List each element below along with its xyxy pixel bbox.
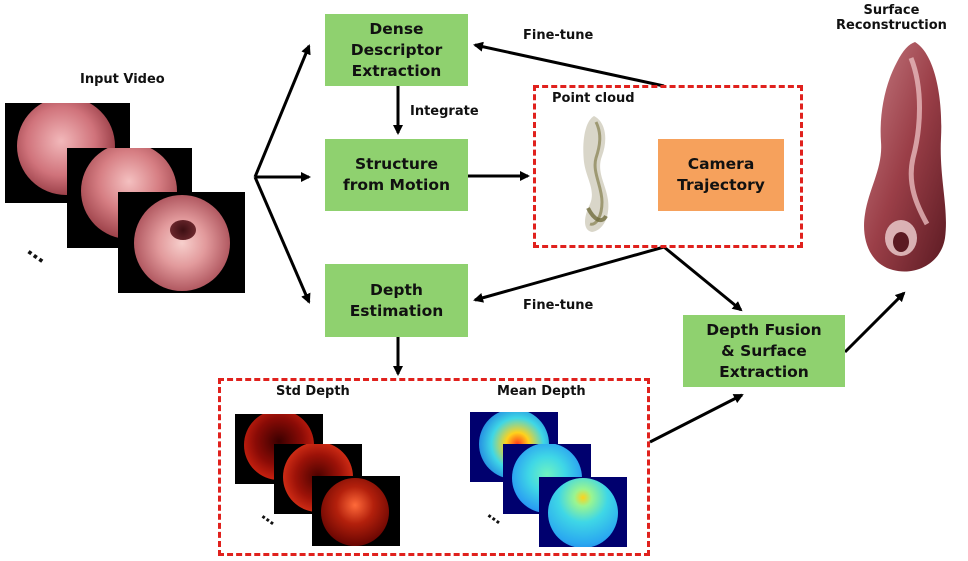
video-frame-3 bbox=[118, 192, 245, 293]
arrow-finetune-top bbox=[473, 41, 665, 88]
point-cloud-image bbox=[583, 116, 609, 232]
input-video-label: Input Video bbox=[80, 72, 165, 87]
surface-reconstruction-image bbox=[864, 42, 946, 272]
mean-depth-label: Mean Depth bbox=[497, 384, 586, 399]
arrow-input-to-descriptor bbox=[253, 44, 311, 178]
std-depth-label: Std Depth bbox=[276, 384, 350, 399]
point-cloud-label: Point cloud bbox=[552, 91, 635, 106]
depth-fusion-box: Depth Fusion & Surface Extraction bbox=[683, 315, 845, 387]
arrow-finetune-mid bbox=[473, 245, 665, 303]
point-cloud-region bbox=[533, 85, 803, 248]
arrow-maps-to-fusion bbox=[649, 393, 744, 444]
mean-depth-frame-3 bbox=[539, 477, 627, 547]
surface-reconstruction-label: Surface Reconstruction bbox=[836, 3, 947, 33]
arrow-input-to-depth bbox=[253, 176, 311, 304]
camera-trajectory-box: Camera Trajectory bbox=[658, 139, 784, 211]
arrow-fusion-to-surface bbox=[843, 291, 906, 354]
std-depth-frame-3 bbox=[312, 476, 400, 546]
integrate-label: Integrate bbox=[410, 104, 479, 119]
dense-descriptor-box: Dense Descriptor Extraction bbox=[325, 14, 468, 86]
sfm-box: Structure from Motion bbox=[325, 139, 468, 211]
arrow-to-depth-fusion bbox=[663, 245, 743, 312]
depth-maps-region bbox=[218, 378, 650, 556]
finetune-mid-label: Fine-tune bbox=[523, 298, 594, 313]
depth-estimation-box: Depth Estimation bbox=[325, 264, 468, 337]
finetune-top-label: Fine-tune bbox=[523, 28, 594, 43]
